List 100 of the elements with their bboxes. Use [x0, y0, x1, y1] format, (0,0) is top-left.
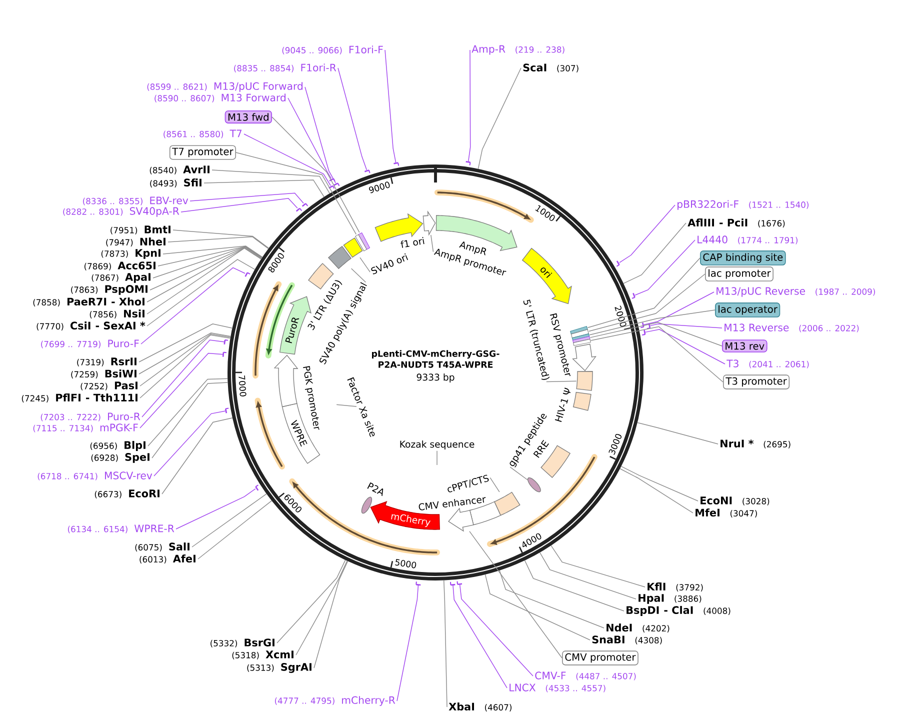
- leader-line: [539, 552, 636, 600]
- primer-mark: [642, 330, 646, 336]
- feature-label: f1 ori: [400, 236, 424, 248]
- primer-mark: [329, 178, 336, 182]
- feature-block: [422, 210, 436, 236]
- leader-line: [588, 274, 706, 332]
- feature-label: HIV-1 Ψ: [554, 388, 570, 422]
- leader-line: [338, 68, 368, 170]
- feature-tag: M13 fwd: [224, 110, 272, 124]
- feature-tag: T3 promoter: [723, 374, 790, 390]
- feature-tag: CMV promoter: [562, 650, 638, 666]
- leader-line: [619, 204, 676, 263]
- leader-line: [162, 418, 233, 494]
- leader-line: [146, 248, 262, 314]
- leader-line: [478, 68, 522, 170]
- feature-block: [494, 492, 520, 516]
- enzyme-site-label: (7947) NheI: [106, 238, 166, 246]
- primer-mark: [222, 352, 226, 357]
- leader-line: [510, 466, 528, 480]
- primer-label: (8282 .. 8301) SV40pA-R: [63, 207, 180, 217]
- primer-mark: [466, 161, 471, 166]
- leader-line: [162, 246, 263, 258]
- primer-mark: [646, 323, 651, 330]
- leader-line: [360, 257, 370, 272]
- enzyme-site-label: ScaI (307): [523, 64, 578, 72]
- leader-line: [244, 134, 331, 186]
- feature-tag: M13 rev: [722, 340, 768, 352]
- primer-label: M13 Reverse (2006 .. 2022): [724, 324, 859, 332]
- leader-line: [204, 180, 324, 198]
- leader-line: [484, 574, 590, 640]
- enzyme-site-label: (6075) SalI: [135, 542, 190, 552]
- primer-label: Amp-R (219 .. 238): [472, 45, 564, 55]
- feature-label: Factor Xa site: [347, 377, 375, 437]
- primer-mark: [224, 408, 229, 414]
- primer-mark: [244, 272, 250, 277]
- plasmid-name: pLenti-CMV-mCherry-GSG-P2A-NUDT5 T45A-WPRE: [372, 350, 500, 368]
- enzyme-site-label: (7858) PaeR7I - XhoI: [33, 297, 144, 306]
- enzyme-site-label: (5313) SgrAI: [247, 663, 312, 673]
- leader-line: [459, 584, 534, 676]
- feature-tag: CAP binding site: [700, 250, 786, 266]
- enzyme-site-label: BspDI - ClaI (4008): [626, 606, 730, 616]
- enzyme-site-label: (7245) PflFI - Tth111I: [22, 393, 138, 402]
- primer-label: (7699 .. 7719) Puro-F: [41, 340, 139, 348]
- enzyme-site-label: (7319) RsrII: [77, 358, 136, 366]
- leader-line: [314, 560, 348, 668]
- primer-label: M13/pUC Reverse (1987 .. 2009): [716, 287, 875, 297]
- primer-label: CMV-F (4487 .. 4507): [535, 672, 636, 680]
- primer-label: (7203 .. 7222) Puro-R: [40, 412, 140, 422]
- primer-label: (7115 .. 7134) mPGK-F: [33, 424, 138, 432]
- leader-line: [138, 332, 232, 374]
- primer-mark: [302, 203, 308, 207]
- leader-line: [468, 50, 471, 162]
- leader-line: [443, 580, 448, 708]
- leader-line: [620, 466, 698, 502]
- enzyme-site-label: (6928) SpeI: [91, 453, 150, 463]
- leader-line: [336, 404, 357, 407]
- primer-label: L4440 (1774 .. 1791): [698, 236, 798, 244]
- leader-line: [276, 560, 346, 644]
- primer-label: (9045 .. 9066) F1ori-F: [282, 46, 383, 54]
- enzyme-site-label: NruI * (2695): [720, 440, 790, 448]
- scale-number: 2000: [614, 306, 626, 327]
- leader-line: [620, 468, 694, 514]
- leader-line: [430, 234, 434, 252]
- leader-line: [452, 584, 508, 688]
- primer-mark: [224, 339, 228, 344]
- leader-line: [550, 545, 646, 588]
- enzyme-site-label: (7259) BsiWI: [71, 369, 136, 378]
- primer-mark: [456, 581, 462, 586]
- leader-line: [168, 236, 269, 250]
- leader-line: [154, 410, 226, 476]
- leader-line: [288, 98, 332, 179]
- primer-label: (8561 .. 8580) T7: [164, 130, 242, 138]
- leader-line: [587, 258, 700, 328]
- leader-line: [152, 382, 228, 458]
- leader-line: [644, 329, 726, 364]
- feature-block: [576, 371, 593, 391]
- leader-line: [212, 170, 330, 194]
- leader-line: [236, 152, 357, 235]
- enzyme-site-label: (7873) KpnI: [101, 249, 160, 259]
- leader-line: [172, 230, 270, 249]
- primer-mark: [394, 162, 400, 166]
- scale-number: 4000: [522, 533, 542, 548]
- primer-mark: [255, 484, 259, 491]
- plasmid-ring: [228, 164, 644, 580]
- enzyme-site-label: (7951) BmtI: [110, 226, 170, 234]
- primer-label: (8336 .. 8355) EBV-rev: [83, 196, 188, 206]
- enzyme-site-label: (7863) PspOMI: [71, 285, 148, 295]
- scale-number: 5000: [395, 559, 416, 568]
- leader-line: [138, 324, 233, 362]
- feature-block: [448, 508, 474, 532]
- feature-mark: [573, 338, 591, 346]
- leader-line: [650, 323, 722, 328]
- leader-line: [180, 198, 298, 212]
- leader-line: [192, 493, 267, 548]
- leader-line: [623, 222, 686, 284]
- leader-line: [198, 500, 272, 560]
- leader-line: [146, 248, 262, 302]
- scale-number: 3000: [608, 434, 622, 455]
- scale-number: 9000: [368, 182, 390, 194]
- leader-line: [637, 422, 718, 444]
